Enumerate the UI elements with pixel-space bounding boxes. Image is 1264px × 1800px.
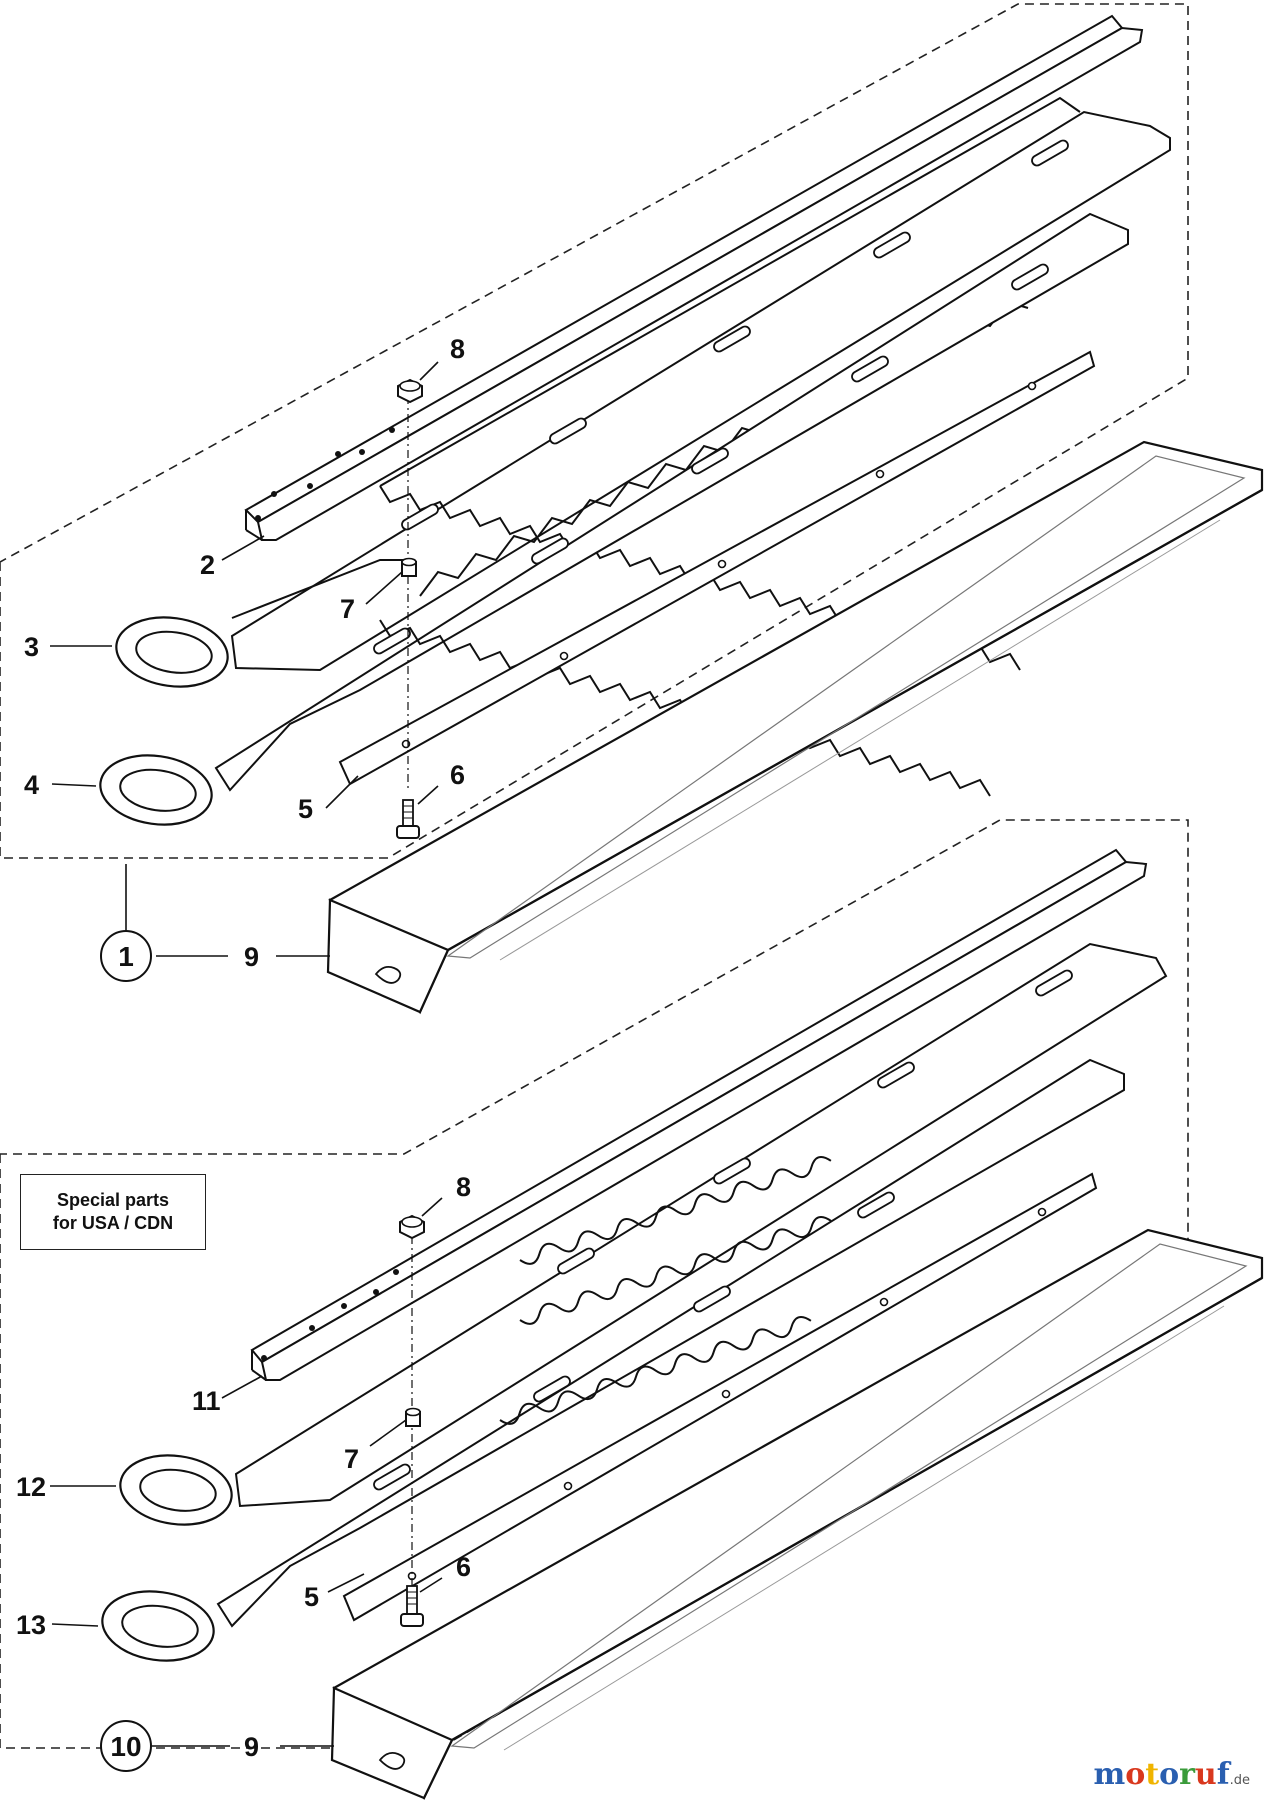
label-part-3: 3 xyxy=(24,632,39,662)
label-part-5-bottom: 5 xyxy=(304,1582,319,1612)
label-part-6-bottom: 6 xyxy=(456,1552,471,1582)
label-part-7-bottom: 7 xyxy=(344,1444,359,1474)
assembly-group-bottom: 11 12 13 5 6 7 8 9 10 xyxy=(0,819,1264,1800)
watermark-letter: o xyxy=(1125,1757,1146,1792)
nut-part-8 xyxy=(397,378,423,404)
blade-upper-part-12 xyxy=(114,942,1168,1533)
watermark-letter: r xyxy=(1179,1757,1195,1792)
label-part-7: 7 xyxy=(340,594,355,624)
sheath-part-9 xyxy=(326,440,1264,1015)
label-part-2: 2 xyxy=(200,550,215,580)
assembly-number-1: 1 xyxy=(118,941,134,972)
watermark-text: motoruf xyxy=(1093,1757,1229,1792)
assembly-circle-10 xyxy=(100,1720,152,1772)
label-part-6: 6 xyxy=(450,760,465,790)
label-part-5: 5 xyxy=(298,794,313,824)
watermark-letter: t xyxy=(1145,1757,1160,1792)
label-part-12: 12 xyxy=(16,1472,46,1502)
label-part-13: 13 xyxy=(16,1610,46,1640)
leader-lines-top xyxy=(50,361,439,957)
spacer-part-7 xyxy=(401,557,417,577)
blade-lower-part-13 xyxy=(96,1058,1125,1669)
strip-part-5-bottom xyxy=(342,1172,1098,1622)
watermark-logo: motoruf.de xyxy=(1093,1757,1250,1792)
spacer-part-7-bottom xyxy=(405,1407,421,1427)
guide-rail-part-11 xyxy=(250,848,1148,1381)
guide-rail-part-2 xyxy=(244,14,1144,541)
assembly-boundary-bottom xyxy=(0,819,1189,1749)
label-part-8: 8 xyxy=(450,334,465,364)
watermark-letter: f xyxy=(1216,1757,1230,1792)
special-parts-note-line1: Special parts xyxy=(56,1190,170,1210)
watermark-letter: m xyxy=(1093,1757,1126,1792)
bolt-part-6-bottom xyxy=(400,1585,424,1627)
nut-part-8-bottom xyxy=(399,1214,425,1240)
special-parts-note-line2: for USA / CDN xyxy=(52,1213,174,1233)
watermark-letter: o xyxy=(1159,1757,1180,1792)
label-part-9: 9 xyxy=(244,942,259,972)
label-part-4: 4 xyxy=(24,770,39,800)
watermark-letter: u xyxy=(1194,1757,1217,1792)
strip-part-5 xyxy=(338,350,1096,786)
assembly-number-10: 10 xyxy=(110,1731,141,1762)
assembly-boundary-top xyxy=(0,3,1189,859)
watermark-suffix: .de xyxy=(1229,1773,1250,1788)
label-part-8-bottom: 8 xyxy=(456,1172,471,1202)
sheath-part-9-bottom xyxy=(330,1228,1264,1800)
assembly-circle-1 xyxy=(100,930,152,982)
label-part-11: 11 xyxy=(192,1386,221,1416)
bolt-part-6 xyxy=(396,799,420,839)
special-parts-note: Special parts for USA / CDN xyxy=(20,1174,206,1250)
assembly-group-top: 2 3 4 5 6 7 8 9 1 xyxy=(0,3,1264,1015)
label-part-9-bottom: 9 xyxy=(244,1732,259,1762)
blade-lower-part-4 xyxy=(94,212,1129,833)
